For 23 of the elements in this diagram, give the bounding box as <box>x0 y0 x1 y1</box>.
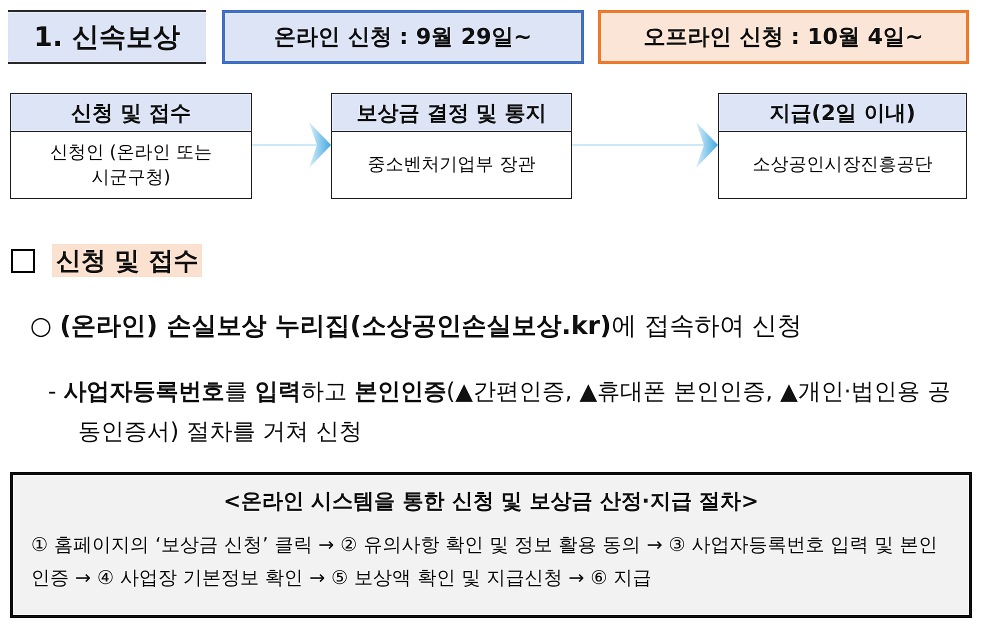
date-box <box>598 10 969 64</box>
procedure-text: ① 홈페이지의 ‘보상금 신청’ 클릭 → ② 유의사항 확인 및 정보 활용 동의 → ③ 사업자등록번호 입력 및 본인인증 → ④ 사업장 기본정보 확인 → ⑤ 보상액 확인 및 지급신청 → ⑥ 지급 <box>31 533 939 592</box>
process-body: 신청인 (온라인 또는 시군구청) <box>48 140 214 190</box>
date-label: 온라인 신청 : 9월 29일~ <box>274 24 532 52</box>
date-box <box>222 10 584 64</box>
process-box <box>10 93 252 199</box>
procedure-panel <box>10 472 972 618</box>
panel-heading: <온라인 시스템을 통한 신청 및 보상금 산정·지급 절차> <box>222 488 760 515</box>
process-body: 중소벤처기업부 장관 <box>366 153 536 178</box>
section-title: 1. 신속보상 <box>34 21 180 55</box>
process-body: 소상공인시장진흥공단 <box>752 153 934 178</box>
section-title-box <box>8 10 206 64</box>
dash-paragraph: - 사업자등록번호를 입력하고 본인인증(▲간편인증, ▲휴대폰 본인인증, ▲개인·법인용 공동인증서) 절차를 거쳐 신청 <box>48 378 952 448</box>
process-box <box>718 93 967 199</box>
subsection-heading: 신청 및 접수 <box>52 244 202 277</box>
chevron-arrow <box>572 122 718 168</box>
process-heading: 신청 및 접수 <box>11 94 251 132</box>
process-heading: 지급(2일 이내) <box>719 94 966 132</box>
process-box <box>331 93 572 199</box>
process-heading: 보상금 결정 및 통지 <box>332 94 571 132</box>
chevron-arrow <box>252 122 331 168</box>
date-label: 오프라인 신청 : 10월 4일~ <box>644 24 924 52</box>
bullet-paragraph: ○ (온라인) 손실보상 누리집(소상공인손실보상.kr)에 접속하여 신청 <box>30 310 804 342</box>
